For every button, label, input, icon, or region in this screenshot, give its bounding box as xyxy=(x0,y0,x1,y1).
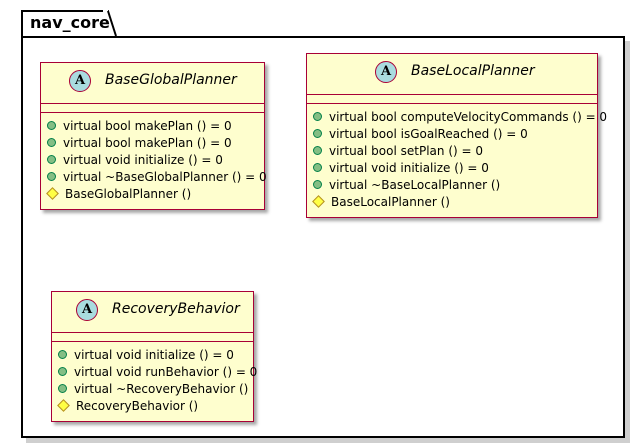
class-header: A RecoveryBehavior xyxy=(52,292,253,333)
method-label: BaseGlobalPlanner () xyxy=(65,186,192,201)
class-base-local-planner[interactable]: A BaseLocalPlanner virtual bool computeV… xyxy=(306,53,607,218)
method-item: virtual ~BaseGlobalPlanner () = 0 xyxy=(41,168,267,185)
fields-compartment xyxy=(52,333,253,342)
public-method-icon xyxy=(313,129,322,138)
public-method-icon xyxy=(313,146,322,155)
public-method-icon xyxy=(313,180,322,189)
class-name: BaseLocalPlanner xyxy=(411,63,535,79)
method-item: virtual ~BaseLocalPlanner () xyxy=(307,176,597,193)
method-label: virtual void initialize () = 0 xyxy=(74,347,234,362)
public-method-icon xyxy=(58,350,67,359)
method-label: virtual void initialize () = 0 xyxy=(63,152,223,167)
method-item: virtual bool isGoalReached () = 0 xyxy=(307,125,597,142)
method-label: virtual void runBehavior () = 0 xyxy=(74,364,258,379)
method-item: BaseGlobalPlanner () xyxy=(41,185,264,202)
method-item: virtual void initialize () = 0 xyxy=(41,151,264,168)
method-label: virtual void initialize () = 0 xyxy=(329,160,489,175)
fields-compartment xyxy=(41,104,264,113)
method-label: virtual bool computeVelocityCommands () … xyxy=(329,109,608,124)
method-item: BaseLocalPlanner () xyxy=(307,193,597,210)
method-item: RecoveryBehavior () xyxy=(52,397,253,414)
method-item: virtual bool makePlan () = 0 xyxy=(41,117,264,134)
abstract-class-icon: A xyxy=(76,299,98,321)
method-item: virtual bool setPlan () = 0 xyxy=(307,142,597,159)
method-label: RecoveryBehavior () xyxy=(76,398,199,413)
class-header: A BaseLocalPlanner xyxy=(307,54,597,95)
public-method-icon xyxy=(58,384,67,393)
protected-method-icon xyxy=(312,195,325,208)
method-label: virtual bool setPlan () = 0 xyxy=(329,143,483,158)
method-item: virtual bool computeVelocityCommands () … xyxy=(307,108,607,125)
fields-compartment xyxy=(307,95,597,104)
method-label: virtual ~RecoveryBehavior () xyxy=(74,381,249,396)
package-tab-corner xyxy=(103,10,117,37)
public-method-icon xyxy=(58,367,67,376)
method-label: virtual ~BaseGlobalPlanner () = 0 xyxy=(63,169,267,184)
protected-method-icon xyxy=(57,399,70,412)
public-method-icon xyxy=(47,138,56,147)
class-name: BaseGlobalPlanner xyxy=(105,72,237,88)
method-label: virtual bool isGoalReached () = 0 xyxy=(329,126,528,141)
package-name: nav_core xyxy=(30,13,110,32)
method-label: virtual bool makePlan () = 0 xyxy=(63,118,232,133)
method-label: BaseLocalPlanner () xyxy=(331,194,450,209)
abstract-class-icon: A xyxy=(375,61,397,83)
public-method-icon xyxy=(47,121,56,130)
methods-compartment: virtual bool makePlan () = 0 virtual boo… xyxy=(41,113,267,202)
abstract-class-icon: A xyxy=(69,70,91,92)
class-base-global-planner[interactable]: A BaseGlobalPlanner virtual bool makePla… xyxy=(40,62,267,210)
class-recovery-behavior[interactable]: A RecoveryBehavior virtual void initiali… xyxy=(51,291,257,422)
class-header: A BaseGlobalPlanner xyxy=(41,63,264,104)
class-name: RecoveryBehavior xyxy=(112,301,240,317)
protected-method-icon xyxy=(46,187,59,200)
method-item: virtual bool makePlan () = 0 xyxy=(41,134,264,151)
method-label: virtual ~BaseLocalPlanner () xyxy=(329,177,501,192)
public-method-icon xyxy=(313,112,322,121)
public-method-icon xyxy=(313,163,322,172)
method-item: virtual void initialize () = 0 xyxy=(307,159,597,176)
package-tab xyxy=(21,10,109,36)
public-method-icon xyxy=(47,155,56,164)
method-label: virtual bool makePlan () = 0 xyxy=(63,135,232,150)
method-item: virtual void initialize () = 0 xyxy=(52,346,253,363)
method-item: virtual ~RecoveryBehavior () xyxy=(52,380,253,397)
methods-compartment: virtual void initialize () = 0 virtual v… xyxy=(52,342,257,414)
public-method-icon xyxy=(47,172,56,181)
methods-compartment: virtual bool computeVelocityCommands () … xyxy=(307,104,607,210)
method-item: virtual void runBehavior () = 0 xyxy=(52,363,257,380)
